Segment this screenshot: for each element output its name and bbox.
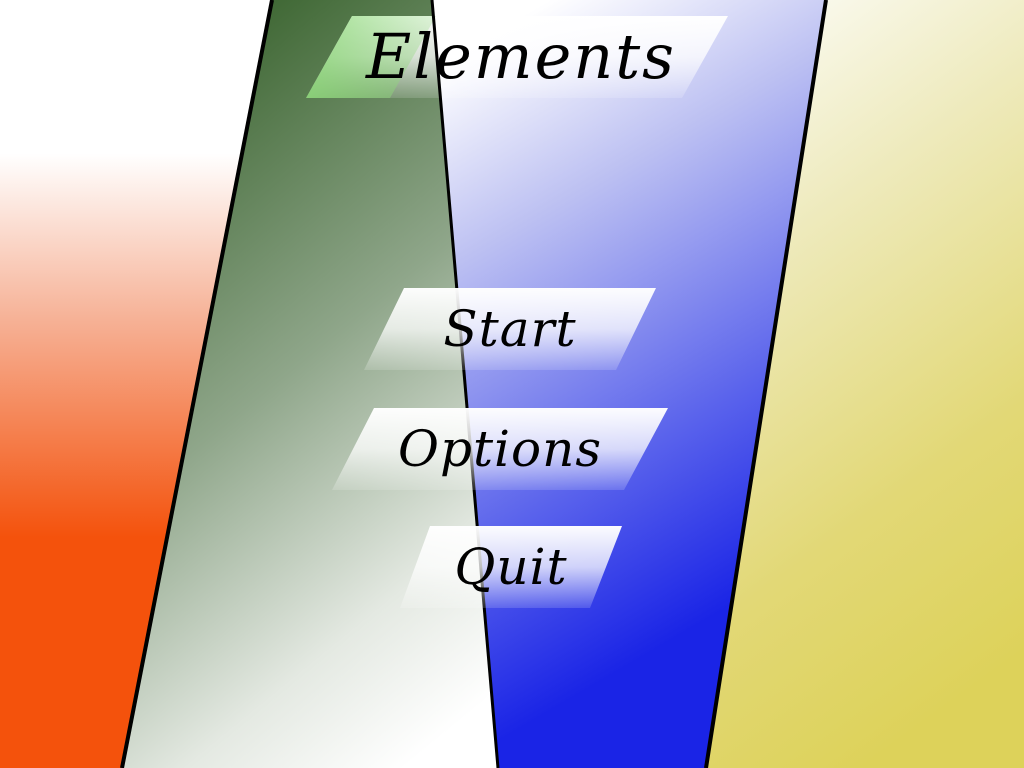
title-banner-shape — [306, 16, 728, 98]
earth-panel — [122, 0, 498, 768]
start-button[interactable]: Start — [364, 288, 656, 370]
game-title-banner: Elements — [306, 16, 728, 98]
air-panel — [706, 0, 1024, 768]
fire-panel — [0, 0, 272, 768]
options-banner-shape — [332, 408, 668, 490]
quit-banner-shape — [400, 526, 622, 608]
quit-label: Quit — [454, 538, 568, 596]
start-label: Start — [443, 300, 577, 358]
start-banner-shape — [364, 288, 656, 370]
game-title: Elements — [366, 20, 676, 93]
divider-line — [120, 0, 274, 768]
options-button[interactable]: Options — [332, 408, 668, 490]
options-label: Options — [397, 420, 603, 478]
divider-line — [704, 0, 828, 768]
quit-button[interactable]: Quit — [400, 526, 622, 608]
